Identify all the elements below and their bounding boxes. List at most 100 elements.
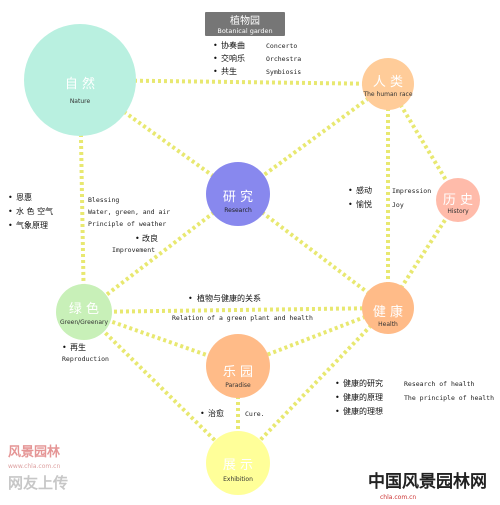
nature-circle (24, 24, 136, 136)
health-note-en: Research of health (404, 380, 475, 388)
health-note-cn: 健康的研究 (343, 378, 383, 388)
bullet: • (335, 393, 340, 402)
research-label-en: Research (224, 207, 252, 214)
health-label-cn: 健 康 (373, 304, 403, 320)
relation-cn: 植物与健康的关系 (197, 293, 261, 303)
human-label-en: The human race (362, 91, 412, 98)
paradise-label-cn: 乐 园 (223, 365, 253, 380)
blessing-en: Blessing (88, 196, 119, 204)
impression-en: Impression (392, 187, 431, 195)
node-history: 历 史 History (436, 178, 480, 222)
header-item-cn: 交响乐 (221, 53, 245, 63)
node-exhibition: 展 示 Exhibition (206, 431, 270, 495)
annotation-cure: • 治愈 Cure. (200, 408, 265, 418)
nature-label-cn: 自 然 (65, 76, 95, 92)
green-label-en: Green/Greenary (60, 319, 109, 326)
blessing-en: Water, green, and air (88, 208, 170, 216)
bullet: • (200, 409, 205, 418)
annotation-impression: • 感动 Impression • 愉悦 Joy (348, 185, 431, 209)
health-note-cn: 健康的理想 (343, 406, 383, 416)
header-block: 植物园 Botanical garden • 协奏曲 Concerto • 交响… (205, 12, 301, 76)
blessing-cn: 水 色 空气 (16, 206, 53, 216)
cure-en: Cure. (245, 410, 265, 418)
relation-en: Relation of a green plant and health (172, 314, 313, 322)
impression-cn: 愉悦 (356, 199, 372, 209)
watermark-left-caption: 网友上传 (8, 474, 68, 492)
watermark-left: 风景园林 www.chla.com.cn 网友上传 (8, 444, 68, 492)
health-circle (362, 282, 414, 334)
human-circle (362, 58, 414, 110)
paradise-label-en: Paradise (225, 382, 251, 389)
bullet: • (62, 343, 67, 352)
header-item-en: Concerto (266, 42, 297, 50)
node-health: 健 康 Health (362, 282, 414, 334)
paradise-circle (206, 334, 270, 398)
header-bullet: • (213, 67, 218, 76)
impression-en: Joy (392, 201, 404, 209)
reproduction-cn: 再生 (70, 342, 86, 352)
green-circle (56, 284, 112, 340)
annotation-blessing: • 恩惠 • 水 色 空气 • 气象原理 Blessing Water, gre… (8, 192, 170, 230)
watermark-left-url: www.chla.com.cn (8, 463, 60, 470)
title-box (205, 12, 285, 36)
bullet: • (348, 186, 353, 195)
exhibition-label-cn: 展 示 (223, 458, 253, 473)
cure-cn: 治愈 (208, 408, 224, 418)
bullet: • (8, 221, 13, 230)
exhibition-circle (206, 431, 270, 495)
header-item-cn: 协奏曲 (221, 40, 245, 50)
blessing-cn: 恩惠 (16, 192, 32, 202)
green-label-cn: 绿 色 (69, 301, 99, 317)
impression-cn: 感动 (356, 185, 372, 195)
history-label-en: History (447, 208, 469, 215)
bullet: • (335, 379, 340, 388)
header-item-cn: 共生 (221, 66, 237, 76)
bullet: • (135, 234, 140, 243)
annotation-health-notes: • 健康的研究 Research of health • 健康的原理 The p… (335, 378, 494, 416)
connector-research-green (82, 192, 240, 314)
history-circle (436, 178, 480, 222)
watermark-right-logo: 中国风景园林网 (368, 471, 487, 492)
nature-label-en: Nature (70, 98, 91, 105)
connector-green-health (83, 306, 389, 314)
watermark-right: 中国风景园林网 chla.com.cn (368, 471, 487, 501)
node-nature: 自 然 Nature (24, 24, 136, 136)
bullet: • (188, 294, 193, 303)
node-research: 研 究 Research (206, 162, 270, 226)
research-circle (206, 162, 270, 226)
node-human: 人 类 The human race (362, 58, 414, 110)
bullet: • (8, 193, 13, 202)
watermark-right-url: chla.com.cn (380, 494, 416, 501)
connector-human-research (236, 82, 390, 196)
node-green: 绿 色 Green/Greenary (56, 284, 112, 340)
history-label-cn: 历 史 (443, 193, 473, 208)
annotation-relation: • 植物与健康的关系 Relation of a green plant and… (172, 293, 313, 322)
bullet: • (8, 207, 13, 216)
header-item-en: Symbiosis (266, 68, 301, 76)
connector-human-history (386, 82, 460, 202)
exhibition-label-en: Exhibition (223, 476, 253, 483)
header-bullet: • (213, 41, 218, 50)
research-label-cn: 研 究 (223, 190, 253, 205)
title-cn: 植物园 (230, 14, 260, 27)
header-bullet: • (213, 54, 218, 63)
title-en: Botanical garden (217, 27, 272, 35)
annotation-improvement: • 改良 Improvement (112, 233, 158, 254)
watermark-left-logo: 风景园林 (8, 444, 60, 460)
reproduction-en: Reproduction (62, 355, 109, 363)
bullet: • (348, 200, 353, 209)
health-note-en: The principle of health (404, 394, 494, 402)
health-label-en: Health (378, 321, 398, 328)
human-label-cn: 人 类 (373, 75, 403, 90)
improvement-cn: 改良 (142, 233, 158, 243)
improvement-en: Improvement (112, 246, 155, 254)
blessing-cn: 气象原理 (16, 220, 48, 230)
connector-lines (78, 78, 460, 465)
health-note-cn: 健康的原理 (343, 392, 383, 402)
header-item-en: Orchestra (266, 55, 301, 63)
node-paradise: 乐 园 Paradise (206, 334, 270, 398)
bullet: • (335, 407, 340, 416)
annotation-reproduction: • 再生 Reproduction (62, 342, 109, 363)
blessing-en: Principle of weather (88, 220, 166, 228)
